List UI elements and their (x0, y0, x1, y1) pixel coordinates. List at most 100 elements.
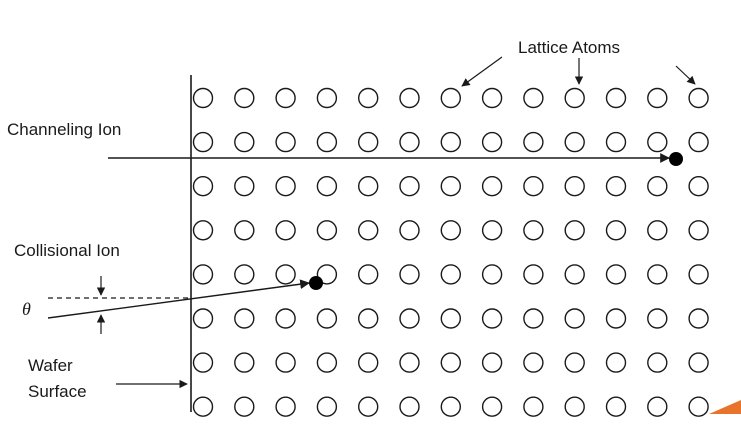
lattice-atom (564, 308, 585, 329)
wafer-label: Wafer (28, 356, 73, 375)
lattice-atom (688, 131, 709, 153)
lattice-atom (192, 87, 214, 109)
lattice-atom (605, 352, 627, 373)
lattice-atom (481, 220, 503, 241)
corner-accent-shape (709, 400, 741, 414)
lattice-atom (316, 396, 338, 417)
lattice-atom (275, 308, 296, 329)
lattice-atom (688, 87, 709, 109)
lattice-atom (647, 131, 668, 153)
lattice-atom (358, 87, 379, 109)
lattice-atom (358, 175, 379, 197)
lattice-atom (358, 396, 379, 417)
lattice-atom (481, 87, 503, 109)
lattice-atom (647, 396, 668, 417)
lattice-atom (564, 264, 585, 285)
lattice-atom (523, 264, 544, 285)
lattice-atom (440, 264, 461, 285)
lattice-atom (192, 131, 214, 153)
lattice-atom (316, 87, 338, 109)
lattice-atom (399, 308, 420, 329)
lattice-atom (564, 175, 585, 197)
lattice-atom (523, 308, 544, 329)
channeling-ion (669, 152, 683, 166)
lattice-atom (316, 131, 338, 153)
lattice-atoms-grid (192, 87, 709, 417)
lattice-atom (358, 220, 379, 241)
channeling-ion-label: Channeling Ion (7, 120, 121, 139)
lattice-atom (440, 396, 461, 417)
lattice-atom (399, 175, 420, 197)
lattice-atom (358, 308, 379, 329)
lattice-atoms-label: Lattice Atoms (518, 38, 620, 57)
lattice-atom (234, 352, 255, 373)
lattice-atom (234, 264, 255, 285)
lattice-atom (275, 220, 296, 241)
lattice-atom (605, 396, 627, 417)
lattice-atom (688, 308, 709, 329)
lattice-atom (564, 131, 585, 153)
lattice-atoms-pointer-right (675, 65, 696, 85)
lattice-atom (399, 264, 420, 285)
lattice-atom (440, 220, 461, 241)
lattice-atom (192, 396, 214, 417)
lattice-atom (523, 396, 544, 417)
lattice-atom (399, 87, 420, 109)
lattice-atom (316, 220, 338, 241)
lattice-atom (647, 308, 668, 329)
lattice-atom (481, 308, 503, 329)
lattice-atom (192, 220, 214, 241)
lattice-atom (316, 175, 338, 197)
lattice-atom (192, 175, 214, 197)
lattice-atom (358, 352, 379, 373)
lattice-atom (440, 131, 461, 153)
lattice-atom (399, 396, 420, 417)
lattice-atom (523, 131, 544, 153)
lattice-atom (399, 352, 420, 373)
collisional-ion-label: Collisional Ion (14, 241, 120, 260)
lattice-atom (440, 87, 461, 109)
lattice-atom (234, 396, 255, 417)
lattice-atom (523, 175, 544, 197)
lattice-atom (647, 175, 668, 197)
lattice-atom (605, 87, 627, 109)
lattice-atom (275, 175, 296, 197)
lattice-atom (358, 264, 379, 285)
surface-label: Surface (28, 382, 87, 401)
lattice-atom (481, 175, 503, 197)
lattice-atom (316, 352, 338, 373)
lattice-atom (688, 396, 709, 417)
lattice-atom (605, 131, 627, 153)
lattice-atom (605, 175, 627, 197)
lattice-atom (605, 308, 627, 329)
lattice-atom (481, 396, 503, 417)
lattice-atom (647, 352, 668, 373)
lattice-atom (275, 264, 296, 285)
theta-label: θ (22, 299, 31, 319)
lattice-atom (688, 352, 709, 373)
lattice-atom (275, 352, 296, 373)
lattice-atom (399, 220, 420, 241)
collisional-ion (309, 276, 323, 290)
lattice-atom (481, 352, 503, 373)
lattice-atom (399, 131, 420, 153)
lattice-atom (440, 308, 461, 329)
lattice-atom (688, 175, 709, 197)
lattice-atom (564, 396, 585, 417)
lattice-atom (316, 308, 338, 329)
lattice-atom (481, 264, 503, 285)
lattice-atom (564, 352, 585, 373)
lattice-atom (275, 87, 296, 109)
lattice-atom (564, 87, 585, 109)
lattice-atom (523, 352, 544, 373)
lattice-atom (605, 220, 627, 241)
lattice-atoms-pointer-left (461, 56, 503, 87)
lattice-atom (192, 352, 214, 373)
lattice-atom (564, 220, 585, 241)
lattice-atom (605, 264, 627, 285)
lattice-atom (440, 175, 461, 197)
lattice-atom (275, 131, 296, 153)
lattice-atom (192, 308, 214, 329)
